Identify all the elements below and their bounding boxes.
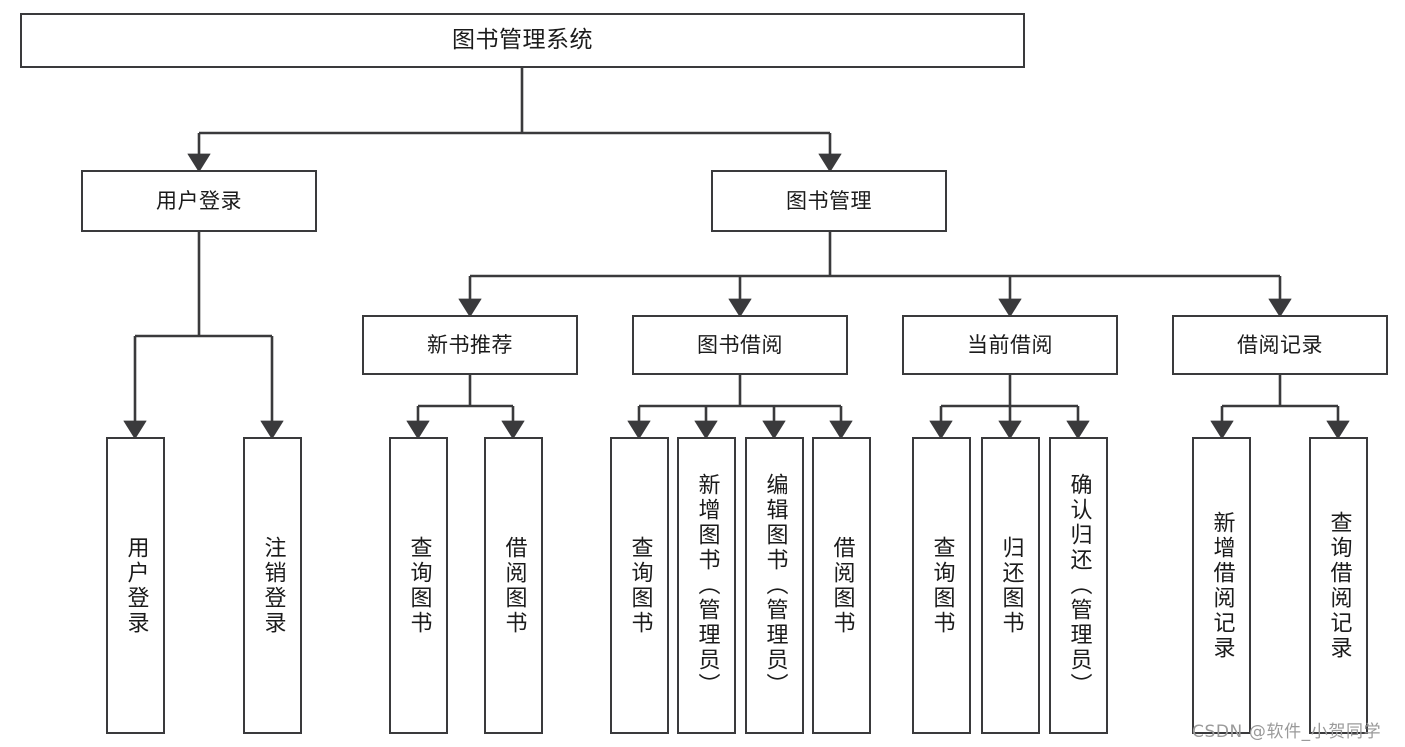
node-borrow-record-label: 借阅记录 (1237, 332, 1323, 357)
node-leaf-query-book-a-label: 查询图书 (406, 535, 432, 636)
node-book-borrow[interactable]: 图书借阅 (632, 315, 848, 375)
node-book-management[interactable]: 图书管理 (711, 170, 947, 232)
node-leaf-query-book-b-label: 查询图书 (627, 535, 653, 636)
node-leaf-query-record[interactable]: 查询借阅记录 (1309, 437, 1368, 734)
node-leaf-borrow-book-a[interactable]: 借阅图书 (484, 437, 543, 734)
node-leaf-user-logout[interactable]: 注销登录 (243, 437, 302, 734)
node-new-book-recommend[interactable]: 新书推荐 (362, 315, 578, 375)
node-leaf-user-login[interactable]: 用户登录 (106, 437, 165, 734)
node-leaf-confirm-return[interactable]: 确认归还（管理员） (1049, 437, 1108, 734)
node-leaf-user-login-label: 用户登录 (123, 535, 149, 636)
node-book-borrow-label: 图书借阅 (697, 332, 783, 357)
node-root[interactable]: 图书管理系统 (20, 13, 1025, 68)
node-leaf-query-book-c[interactable]: 查询图书 (912, 437, 971, 734)
node-leaf-user-logout-label: 注销登录 (260, 535, 286, 636)
node-current-borrow[interactable]: 当前借阅 (902, 315, 1118, 375)
node-leaf-borrow-book-b[interactable]: 借阅图书 (812, 437, 871, 734)
node-leaf-confirm-return-label: 确认归还（管理员） (1066, 473, 1092, 698)
node-leaf-edit-book-label: 编辑图书（管理员） (762, 473, 788, 698)
node-leaf-query-book-b[interactable]: 查询图书 (610, 437, 669, 734)
node-current-borrow-label: 当前借阅 (967, 332, 1053, 357)
node-leaf-add-record-label: 新增借阅记录 (1209, 510, 1235, 661)
node-borrow-record[interactable]: 借阅记录 (1172, 315, 1388, 375)
node-leaf-add-book[interactable]: 新增图书（管理员） (677, 437, 736, 734)
csdn-watermark: CSDN @软件_小贺同学 (1192, 722, 1382, 742)
node-user-login[interactable]: 用户登录 (81, 170, 317, 232)
node-leaf-borrow-book-a-label: 借阅图书 (501, 535, 527, 636)
node-book-management-label: 图书管理 (786, 188, 872, 213)
node-leaf-add-book-label: 新增图书（管理员） (694, 473, 720, 698)
node-leaf-edit-book[interactable]: 编辑图书（管理员） (745, 437, 804, 734)
node-leaf-return-book-label: 归还图书 (998, 535, 1024, 636)
node-leaf-query-book-c-label: 查询图书 (929, 535, 955, 636)
node-leaf-query-record-label: 查询借阅记录 (1326, 510, 1352, 661)
node-leaf-add-record[interactable]: 新增借阅记录 (1192, 437, 1251, 734)
node-leaf-return-book[interactable]: 归还图书 (981, 437, 1040, 734)
node-new-book-recommend-label: 新书推荐 (427, 332, 513, 357)
node-user-login-label: 用户登录 (156, 188, 242, 213)
node-root-label: 图书管理系统 (452, 26, 593, 53)
node-leaf-borrow-book-b-label: 借阅图书 (829, 535, 855, 636)
node-leaf-query-book-a[interactable]: 查询图书 (389, 437, 448, 734)
